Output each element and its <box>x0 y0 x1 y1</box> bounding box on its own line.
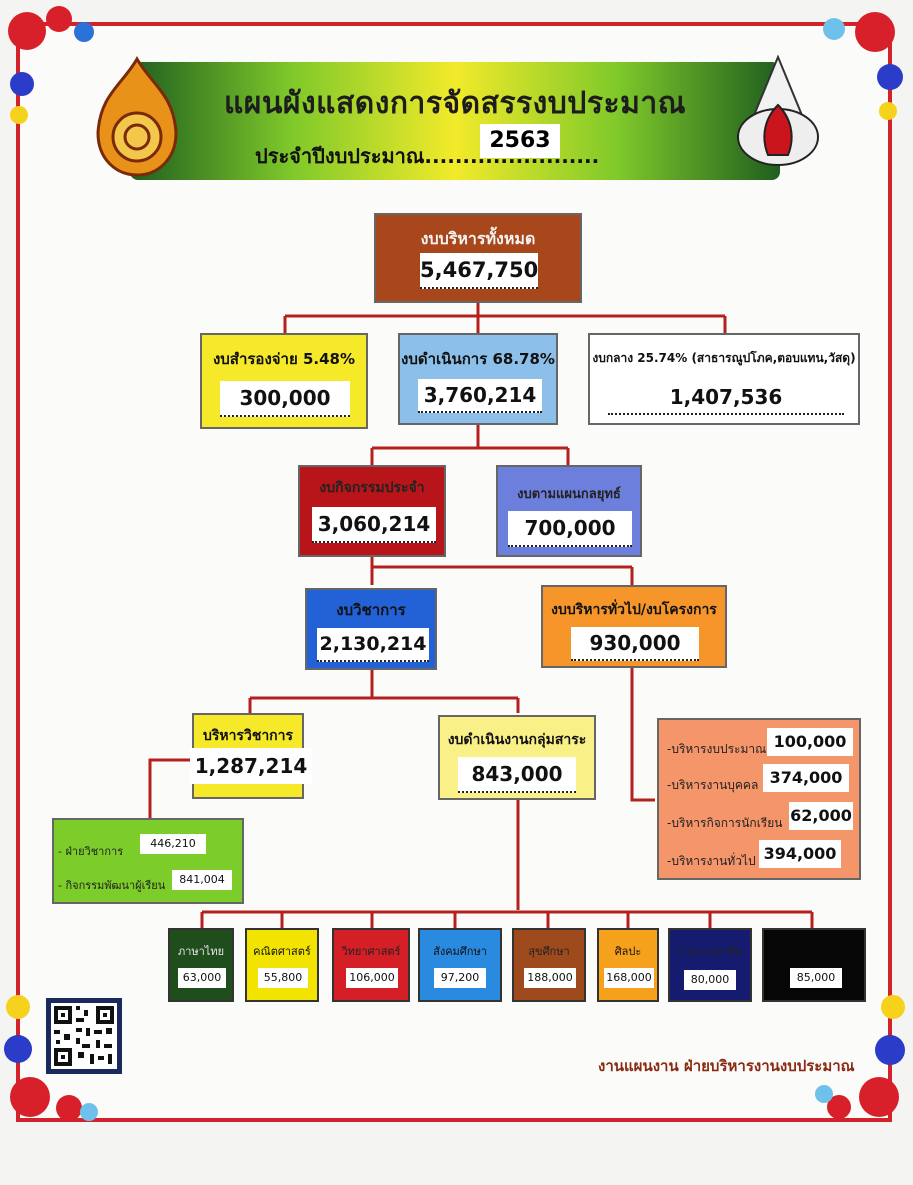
strategic-plan-box: งบตามแผนกลยุทธ์ 700,000 <box>496 465 642 557</box>
central-budget-box: งบกลาง 25.74% (สาธารณูปโภค,ตอบแทน,วัสดุ)… <box>588 333 860 425</box>
subject-value: 80,000 <box>684 970 736 990</box>
subject-box: การงานอาชีพ 80,000 <box>668 928 752 1002</box>
academic-breakdown-row-label: - ฝ่ายวิชาการ <box>58 845 124 858</box>
breakdown-row-value: 374,000 <box>763 764 849 792</box>
subject-groups-label: งบดำเนินงานกลุ่มสาระ <box>447 732 587 748</box>
academic-breakdown-row-value: 841,004 <box>172 870 232 890</box>
subject-label: การงานอาชีพ <box>677 945 743 958</box>
subject-value: 63,000 <box>178 968 226 988</box>
general-admin-box: งบบริหารทั่วไป/งบโครงการ 930,000 <box>541 585 727 668</box>
breakdown-row-value: 394,000 <box>759 840 841 868</box>
breakdown-row-label: -บริหารงานทั่วไป <box>667 854 756 868</box>
breakdown-row-label: -บริหารงานบุคคล <box>667 778 759 792</box>
central-budget-label: งบกลาง 25.74% (สาธารณูปโภค,ตอบแทน,วัสดุ) <box>592 351 856 365</box>
page-title: แผนผังแสดงการจัดสรรงบประมาณ <box>223 86 687 121</box>
subject-value: 55,800 <box>258 968 308 988</box>
reserve-budget-value: 300,000 <box>220 381 350 417</box>
breakdown-row-label: -บริหารงบประมาณ <box>667 742 767 756</box>
total-budget-label: งบบริหารทั้งหมด <box>420 229 536 248</box>
subject-label: วิทยาศาสตร์ <box>341 945 401 958</box>
strategic-plan-label: งบตามแผนกลยุทธ์ <box>517 487 621 502</box>
academic-budget-label: งบวิชาการ <box>336 601 406 619</box>
central-budget-value: 1,407,536 <box>608 381 844 415</box>
footer-text: งานแผนงาน ฝ่ายบริหารงานงบประมาณ <box>598 1057 855 1075</box>
subject-box: ศิลปะ 168,000 <box>597 928 659 1002</box>
subject-label: ศิลปะ <box>614 945 642 958</box>
flower-decoration-bottom-left <box>0 985 98 1121</box>
operating-budget-box: งบดำเนินการ 68.78% 3,760,214 <box>398 333 558 425</box>
general-breakdown-box: -บริหารงบประมาณ 100,000 -บริหารงานบุคคล … <box>657 718 861 880</box>
subject-value: 85,000 <box>790 968 842 988</box>
obec-emblem-icon <box>96 56 178 177</box>
school-emblem-icon <box>737 55 819 166</box>
reserve-budget-box: งบสำรองจ่าย 5.48% 300,000 <box>200 333 368 429</box>
breakdown-row-value: 62,000 <box>789 802 853 830</box>
subject-label: ภาษาไทย <box>177 945 225 958</box>
fiscal-year: 2563 <box>480 124 560 158</box>
subject-value: 168,000 <box>604 968 654 988</box>
subject-box: วิทยาศาสตร์ 106,000 <box>332 928 410 1002</box>
total-budget-value: 5,467,750 <box>420 253 538 289</box>
header-banner <box>130 62 780 180</box>
operating-budget-value: 3,760,214 <box>418 379 542 413</box>
total-budget-box: งบบริหารทั้งหมด 5,467,750 <box>374 213 582 303</box>
reserve-budget-label: งบสำรองจ่าย 5.48% <box>212 350 356 368</box>
academic-admin-value: 1,287,214 <box>190 748 312 784</box>
subject-label: คณิตศาสตร์ <box>253 945 311 958</box>
academic-admin-label: บริหารวิชาการ <box>202 728 294 744</box>
subject-groups-value: 843,000 <box>458 757 576 793</box>
subject-value: 106,000 <box>346 968 398 988</box>
routine-activity-box: งบกิจกรรมประจำ 3,060,214 <box>298 465 446 557</box>
subject-box: ภาษาไทย 63,000 <box>168 928 234 1002</box>
subject-box: สังคมศึกษา 97,200 <box>418 928 502 1002</box>
breakdown-row-value: 100,000 <box>767 728 853 756</box>
subject-groups-box: งบดำเนินงานกลุ่มสาระ 843,000 <box>438 715 596 800</box>
subject-label: สุขศึกษา <box>528 945 570 958</box>
breakdown-row-label: -บริหารกิจการนักเรียน <box>667 816 783 830</box>
subject-box: สุขศึกษา 188,000 <box>512 928 586 1002</box>
subject-value: 97,200 <box>434 968 486 988</box>
flower-decoration-bottom-right <box>815 985 905 1119</box>
subject-box: คณิตศาสตร์ 55,800 <box>245 928 319 1002</box>
subject-box: 85,000 <box>762 928 866 1002</box>
strategic-plan-value: 700,000 <box>508 511 632 547</box>
general-admin-label: งบบริหารทั่วไป/งบโครงการ <box>551 602 717 618</box>
subject-value: 188,000 <box>524 968 576 988</box>
academic-budget-value: 2,130,214 <box>317 628 429 662</box>
academic-budget-box: งบวิชาการ 2,130,214 <box>305 588 437 670</box>
operating-budget-label: งบดำเนินการ 68.78% <box>401 350 555 368</box>
academic-breakdown-box: - ฝ่ายวิชาการ 446,210 - กิจกรรมพัฒนาผู้เ… <box>52 818 244 904</box>
academic-breakdown-row-value: 446,210 <box>140 834 206 854</box>
flower-decoration-top-left <box>0 0 94 124</box>
subject-label: สังคมศึกษา <box>433 945 487 958</box>
routine-activity-label: งบกิจกรรมประจำ <box>319 480 425 496</box>
academic-breakdown-row-label: - กิจกรรมพัฒนาผู้เรียน <box>58 879 166 892</box>
routine-activity-value: 3,060,214 <box>312 507 436 543</box>
general-admin-value: 930,000 <box>571 627 699 661</box>
flower-decoration-top-right <box>815 0 903 120</box>
qr-code-icon <box>46 998 122 1074</box>
